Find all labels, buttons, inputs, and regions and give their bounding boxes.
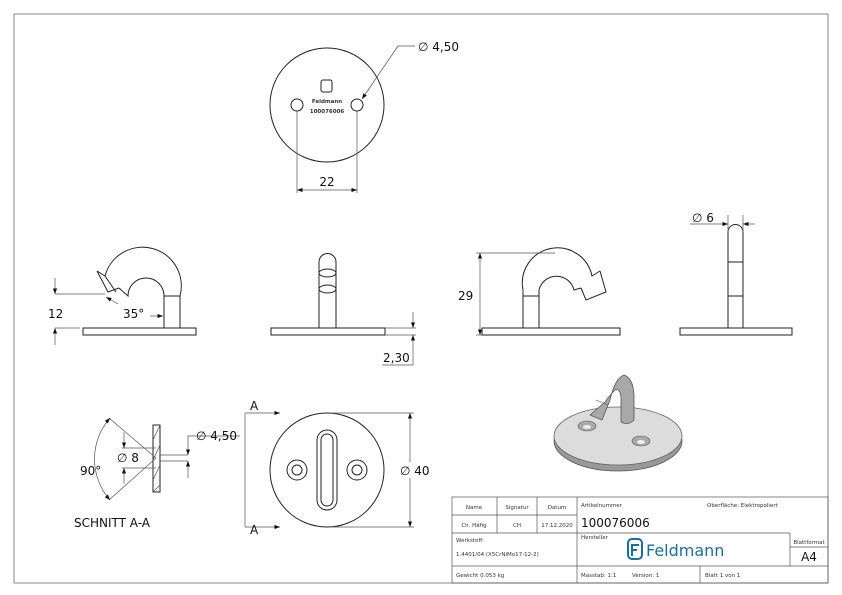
dim-plate-dia: ∅ 40	[400, 464, 430, 478]
dim-dia-8: ∅ 8	[117, 451, 139, 465]
name-value: Ch. Häfig	[461, 523, 486, 529]
article-number: 100076006	[581, 516, 650, 530]
dim-section-hole-dia: ∅ 4,50	[196, 429, 237, 443]
version: Version: 1	[632, 573, 659, 579]
weight: Gewicht 0.053 kg	[456, 573, 504, 579]
dim-height-29: 29	[458, 289, 473, 303]
side-view-left: 12 35°	[48, 246, 197, 345]
title-block: Name Signatur Datum Ch. Häfig CH 17.12.2…	[451, 496, 829, 584]
dim-hole-spacing: 22	[319, 175, 334, 189]
plate-view: A A ∅ 40	[244, 399, 432, 537]
dim-plate-thickness: 2,30	[383, 351, 410, 365]
dim-height-12: 12	[48, 307, 63, 321]
material-label: Werkstoff:	[456, 538, 484, 544]
date-label: Datum	[548, 505, 567, 511]
sheet-border	[13, 13, 829, 584]
dim-rod-dia: ∅ 6	[692, 211, 714, 225]
feldmann-logo-icon	[627, 538, 643, 560]
material: 1.4401/04 (X5CrNiMo17-12-2)	[456, 552, 539, 558]
end-view: ∅ 6	[679, 211, 793, 336]
article-label: Artikelnummer	[581, 503, 623, 509]
date-value: 17.12.2020	[541, 523, 573, 529]
scale: Masstab: 1:1	[581, 573, 616, 579]
section-title: SCHNITT A-A	[74, 516, 151, 530]
engraving-brand: Feldmann	[312, 99, 342, 105]
name-label: Name	[466, 505, 483, 511]
top-view: Feldmann 100076006 22 ∅ 4,50	[269, 40, 459, 193]
sheet: Blatt 1 von 1	[705, 573, 740, 579]
engraving-number: 100076006	[310, 109, 345, 115]
surface: Oberfläche: Elektropoliert	[707, 503, 779, 509]
logo-icon	[320, 79, 333, 93]
signature-label: Signatur	[505, 505, 529, 511]
manufacturer-label: Hersteller	[581, 535, 609, 541]
logo-text: Feldmann	[646, 541, 724, 560]
side-view-right: 29	[458, 247, 621, 336]
format-value: A4	[801, 550, 817, 564]
signature-value: CH	[513, 523, 521, 529]
section-label-top: A	[250, 399, 259, 413]
dim-angle-35: 35°	[123, 307, 144, 321]
section-label-bottom: A	[250, 523, 259, 537]
section-view: 90° ∅ 8 ∅ 4,50 SCHNITT A-A	[74, 417, 240, 530]
iso-render	[553, 374, 683, 472]
dim-top-hole-dia: ∅ 4,50	[418, 40, 459, 54]
dim-angle-90: 90°	[80, 464, 101, 478]
front-view: 2,30	[270, 253, 416, 366]
format-label: Blattformat	[793, 540, 825, 546]
